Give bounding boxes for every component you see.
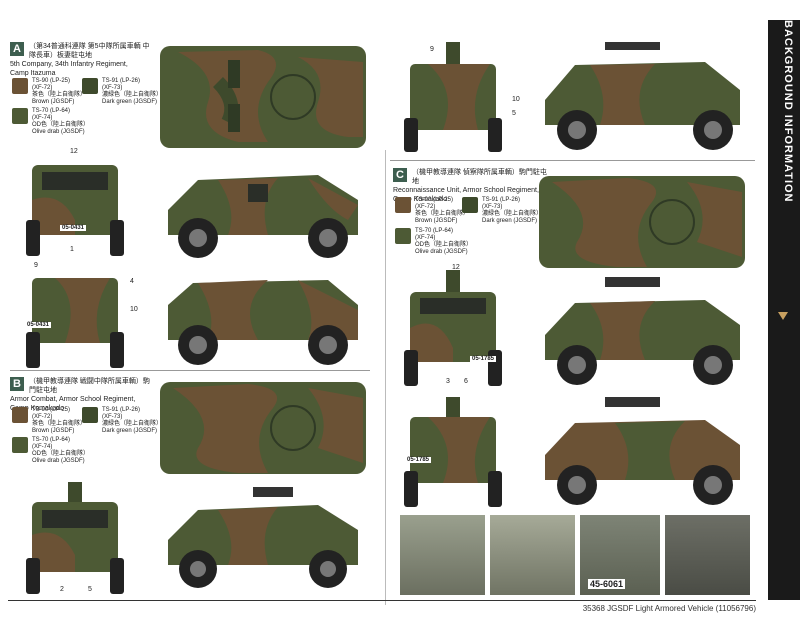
- vehicle-front-view-a: [26, 165, 124, 256]
- olive-drab-swatch: [395, 228, 411, 244]
- olive-drab-swatch: [12, 437, 28, 453]
- callout-3: 3: [446, 378, 450, 385]
- brown-swatch: [12, 407, 28, 423]
- section-b-en2: Camp Komakado: [10, 405, 65, 412]
- reference-photo-3: 45-6061: [580, 515, 660, 595]
- vehicle-side-view-c: [545, 277, 740, 385]
- brown-swatch: [12, 78, 28, 94]
- sidebar-tab: [768, 20, 800, 600]
- section-a-jp: （第34普通科連隊 第5中隊所属車輌 中隊長車）板妻駐屯地: [28, 43, 150, 59]
- callout-5: 5: [512, 110, 516, 117]
- brown-swatch: [395, 197, 411, 213]
- license-plate: 05-0431: [25, 322, 52, 328]
- callout-1: 1: [70, 246, 74, 253]
- dark-green-swatch: [462, 197, 478, 213]
- section-a-header: A （第34普通科連隊 第5中隊所属車輌 中隊長車）板妻駐屯地 5th Comp…: [10, 42, 160, 78]
- callout-10-c: 10: [512, 96, 520, 103]
- section-a-en1: 5th Company, 34th Infantry Regiment,: [10, 61, 128, 68]
- footer-text: 35368 JGSDF Light Armored Vehicle (11056…: [582, 604, 756, 613]
- vehicle-top-view-a: [160, 46, 366, 148]
- vehicle-side-view-top: [545, 42, 740, 150]
- arrow-icon: [778, 312, 788, 320]
- license-plate: 45-6061: [588, 579, 626, 589]
- license-plate: 05-1785: [470, 356, 497, 362]
- section-b-header: B （機甲教導連隊 戦闘中隊所属車輌）駒門駐屯地 Armor Combat, A…: [10, 377, 160, 413]
- vehicle-side-view-a2: [168, 280, 358, 365]
- section-c-header: C （機甲教導連隊 偵察隊所属車輌）駒門駐屯地 Reconnaissance U…: [393, 168, 553, 204]
- callout-10: 10: [130, 306, 138, 313]
- dark-green-swatch: [82, 78, 98, 94]
- vehicle-side-view-b: [168, 487, 358, 588]
- vehicle-rear-view-top: [404, 42, 502, 152]
- section-a-badge: A: [10, 42, 24, 56]
- section-c-badge: C: [393, 168, 407, 182]
- reference-photo-2: [490, 515, 575, 595]
- paint-ts70: TS-70 (LP-64)(XF-74)OD色（陸上自衛隊）Olive drab…: [12, 108, 89, 138]
- dark-green-swatch: [82, 407, 98, 423]
- license-plate: 05-1785: [405, 457, 432, 463]
- callout-12: 12: [70, 148, 78, 155]
- footer-rule: [8, 600, 756, 601]
- paint-ts90: TS-90 (LP-25)(XF-72)茶色（陸上自衛隊）Brown (JGSD…: [12, 78, 86, 108]
- paint-ts70-c: TS-70 (LP-64)(XF-74)OD色（陸上自衛隊）Olive drab…: [395, 228, 472, 258]
- vehicle-rear-view-c: [404, 397, 502, 507]
- paint-ts91-c: TS-91 (LP-26)(XF-73)濃緑色（陸上自衛隊）Dark green…: [462, 197, 542, 227]
- paint-ts90-c: TS-90 (LP-25)(XF-72)茶色（陸上自衛隊）Brown (JGSD…: [395, 197, 469, 227]
- section-c-en1: Reconnaissance Unit, Armor School Regime…: [393, 187, 539, 194]
- callout-9: 9: [34, 262, 38, 269]
- section-b-en1: Armor Combat, Armor School Regiment,: [10, 396, 136, 403]
- section-a-en2: Camp Itazuma: [10, 70, 56, 77]
- vehicle-side-view-c2: [545, 397, 740, 505]
- column-divider: [385, 150, 386, 605]
- vehicle-front-view-c: [404, 270, 502, 386]
- license-plate: 05-0431: [60, 225, 87, 231]
- paint-ts70-b: TS-70 (LP-64)(XF-74)OD色（陸上自衛隊）Olive drab…: [12, 437, 89, 467]
- section-divider: [390, 160, 755, 161]
- callout-5-b: 5: [88, 586, 92, 593]
- reference-photo-4: [665, 515, 750, 595]
- vehicle-top-view-b: [160, 382, 366, 474]
- section-divider: [10, 370, 370, 371]
- callout-2: 2: [60, 586, 64, 593]
- callout-6: 6: [464, 378, 468, 385]
- paint-ts91-b: TS-91 (LP-26)(XF-73)濃緑色（陸上自衛隊）Dark green…: [82, 407, 162, 437]
- vehicle-rear-view-a: [26, 278, 124, 368]
- vehicle-front-view-b: [26, 482, 124, 594]
- vehicle-side-view-a: [168, 175, 358, 258]
- section-c-jp: （機甲教導連隊 偵察隊所属車輌）駒門駐屯地: [411, 169, 547, 185]
- section-c-en2: Camp Komakado: [393, 196, 448, 203]
- callout-12-c: 12: [452, 264, 460, 271]
- paint-ts91: TS-91 (LP-26)(XF-73)濃緑色（陸上自衛隊）Dark green…: [82, 78, 162, 108]
- callout-4: 4: [130, 278, 134, 285]
- side-title: BACKGROUND INFORMATION: [782, 20, 794, 203]
- paint-ts90-b: TS-90 (LP-25)(XF-72)茶色（陸上自衛隊）Brown (JGSD…: [12, 407, 86, 437]
- section-b-badge: B: [10, 377, 24, 391]
- callout-9-c: 9: [430, 46, 434, 53]
- olive-drab-swatch: [12, 108, 28, 124]
- reference-photo-1: [400, 515, 485, 595]
- vehicle-top-view-c: [539, 176, 745, 268]
- section-b-jp: （機甲教導連隊 戦闘中隊所属車輌）駒門駐屯地: [28, 378, 150, 394]
